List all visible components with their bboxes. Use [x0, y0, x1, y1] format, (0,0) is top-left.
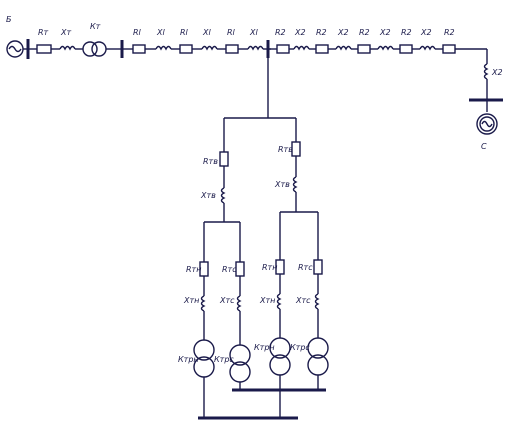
feeder-3 — [269, 212, 291, 418]
svg-text:Rтс: Rтс — [222, 265, 237, 274]
source-c — [476, 113, 498, 135]
svg-text:Xl: Xl — [156, 28, 165, 37]
svg-text:Xт: Xт — [60, 28, 71, 37]
svg-text:R2: R2 — [316, 28, 327, 37]
svg-text:Ктрн: Ктрн — [254, 343, 275, 352]
source-b — [6, 39, 30, 59]
resistor-rt — [36, 44, 52, 54]
svg-text:R2: R2 — [401, 28, 412, 37]
main-line-labels: Rт Xт Кт Rl Xl Rl Xl Rl Xl R2 X2 R2 X2 R… — [38, 22, 455, 37]
svg-text:Ктрс: Ктрс — [214, 355, 234, 364]
svg-text:X2: X2 — [420, 28, 432, 37]
drop-x2-label: X2 — [491, 68, 503, 77]
svg-text:Rтс: Rтс — [298, 263, 313, 272]
svg-text:R2: R2 — [444, 28, 455, 37]
svg-text:Xтс: Xтс — [219, 296, 235, 305]
right-rtv-label: Rтв — [278, 145, 293, 154]
svg-text:Rl: Rl — [227, 28, 236, 37]
feeder-2 — [229, 222, 251, 390]
left-xtv-label: Xтв — [200, 191, 216, 200]
feeder-1 — [193, 222, 215, 418]
svg-text:Rl: Rl — [133, 28, 142, 37]
source-b-label: Б — [6, 15, 12, 24]
svg-text:Rт: Rт — [38, 28, 49, 37]
inductor-xt — [59, 45, 76, 51]
svg-text:Rl: Rl — [180, 28, 189, 37]
left-rtv-label: Rтв — [203, 157, 218, 166]
svg-text:Xтс: Xтс — [295, 296, 311, 305]
svg-text:Xтн: Xтн — [259, 296, 275, 305]
source-c-label: С — [481, 142, 487, 151]
svg-text:R2: R2 — [275, 28, 286, 37]
svg-text:X2: X2 — [294, 28, 306, 37]
svg-text:Rтн: Rтн — [262, 263, 277, 272]
transformer-kt-2 — [91, 41, 107, 57]
svg-text:X2: X2 — [337, 28, 349, 37]
svg-text:Rтн: Rтн — [186, 265, 201, 274]
svg-text:R2: R2 — [359, 28, 370, 37]
svg-text:Ктрс: Ктрс — [290, 343, 310, 352]
svg-text:Xl: Xl — [249, 28, 258, 37]
svg-text:Кт: Кт — [90, 22, 101, 31]
resistor-left-rtv — [219, 151, 229, 167]
svg-text:Xl: Xl — [202, 28, 211, 37]
svg-text:Ктрн: Ктрн — [178, 355, 199, 364]
right-xtv-label: Xтв — [274, 180, 290, 189]
svg-text:Xтн: Xтн — [183, 296, 199, 305]
resistor-right-rtv — [291, 141, 301, 157]
svg-text:X2: X2 — [379, 28, 391, 37]
inductor-x2-drop — [483, 63, 489, 80]
feeder-4 — [307, 212, 329, 390]
transformer-kt-1 — [82, 41, 98, 57]
